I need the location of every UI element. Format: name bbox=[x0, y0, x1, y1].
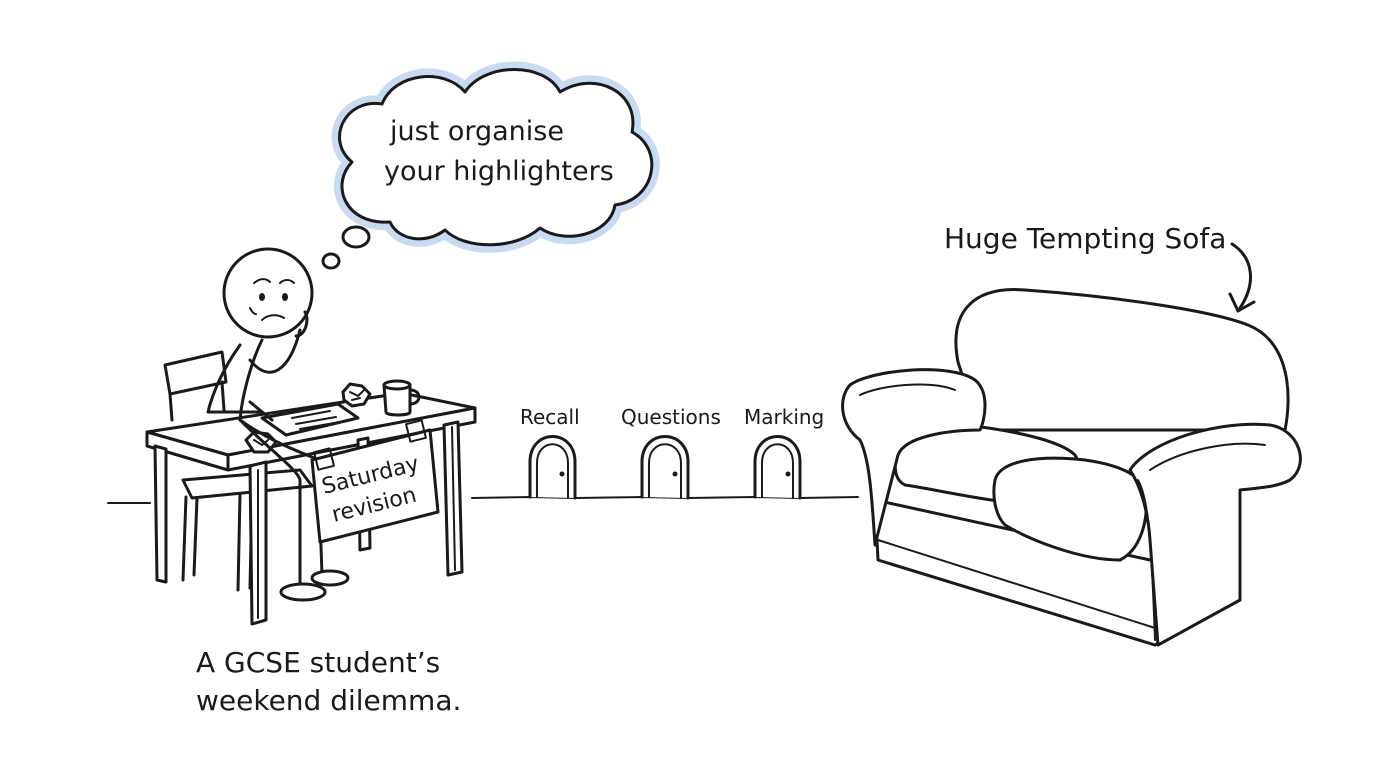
thought-bubble-large bbox=[341, 225, 371, 249]
crumpled-paper-icon bbox=[341, 382, 372, 408]
thought-text-line2: your highlighters bbox=[384, 156, 614, 187]
thought-text-line1: just organise bbox=[389, 116, 564, 147]
saturday-revision-sign: Saturday revision bbox=[310, 419, 440, 544]
thought-bubble-small bbox=[321, 252, 341, 270]
student-head bbox=[222, 247, 314, 339]
sofa-arrow-icon bbox=[1228, 242, 1256, 313]
student-figure bbox=[206, 247, 350, 602]
door-questions: Questions bbox=[621, 405, 721, 500]
caption-line2: weekend dilemma. bbox=[196, 684, 461, 717]
sofa-label: Huge Tempting Sofa bbox=[944, 222, 1226, 255]
door-label-questions: Questions bbox=[621, 405, 721, 429]
thought-cloud: just organise your highlighters bbox=[321, 61, 660, 270]
coffee-mug-icon bbox=[382, 379, 421, 417]
door-marking: Marking bbox=[744, 405, 824, 500]
floor bbox=[107, 496, 859, 504]
sofa bbox=[841, 288, 1302, 647]
caption-line1: A GCSE student’s bbox=[196, 646, 440, 679]
door-label-recall: Recall bbox=[520, 405, 580, 429]
thought-cloud-outline bbox=[338, 68, 654, 247]
chair bbox=[163, 350, 314, 592]
door-label-marking: Marking bbox=[744, 405, 824, 429]
door-recall: Recall bbox=[520, 405, 580, 500]
